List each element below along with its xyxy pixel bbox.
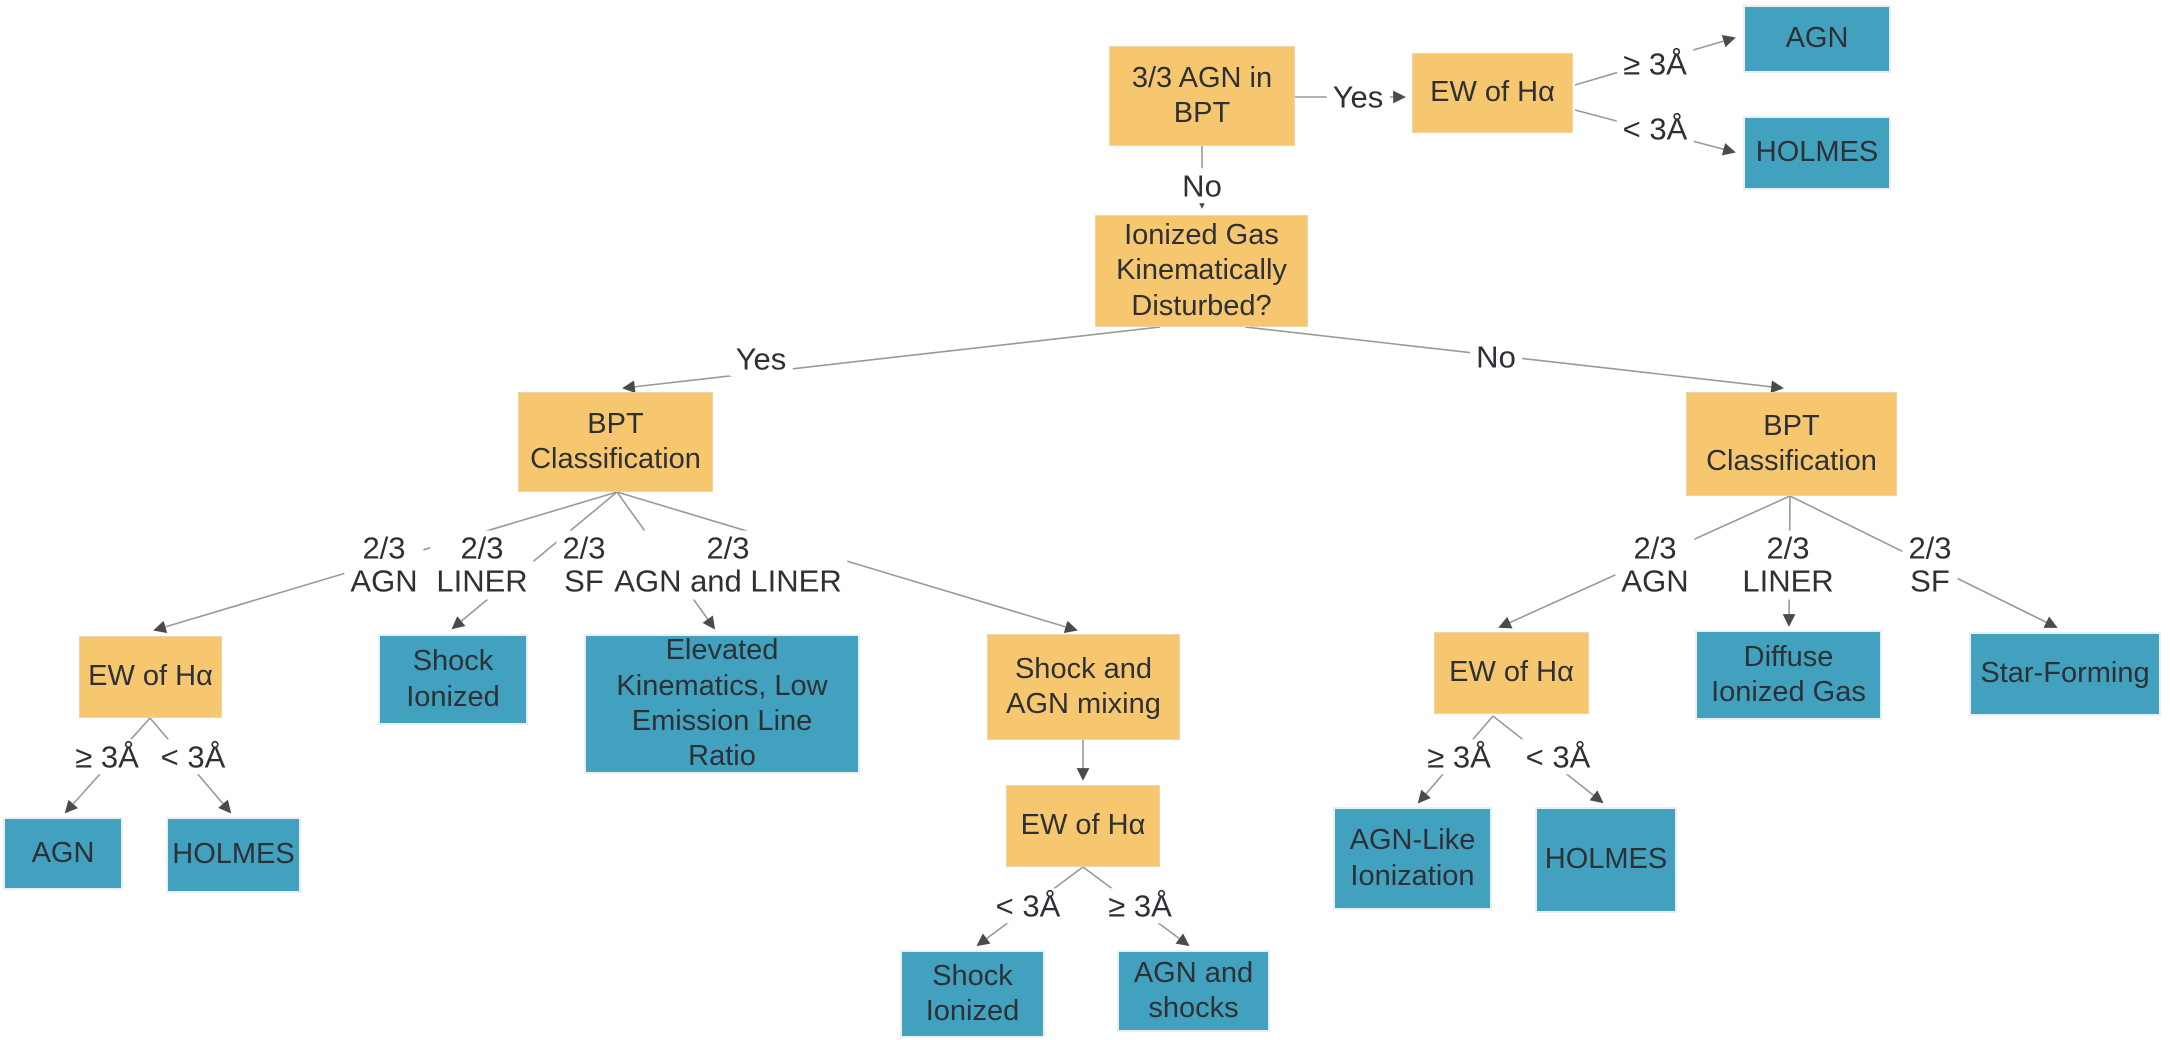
edge-label-yes-top: Yes xyxy=(1326,79,1390,115)
edge-label-2-3-sf-right: 2/3 SF xyxy=(1902,530,1958,600)
edge-label-line: LINER xyxy=(436,564,528,599)
edge-label-2-3-liner-left: 2/3 LINER xyxy=(430,530,534,600)
node-ew-of-ha-top: EW of Hα xyxy=(1412,53,1573,133)
edge-label-ge3-left: ≥ 3Å xyxy=(69,739,145,775)
node-ew-of-ha-left: EW of Hα xyxy=(79,636,222,718)
node-star-forming: Star-Forming xyxy=(1969,632,2161,716)
node-ew-of-ha-right: EW of Hα xyxy=(1434,632,1589,714)
node-holmes-top: HOLMES xyxy=(1743,116,1891,190)
node-shock-ionized-bottom: Shock Ionized xyxy=(900,950,1045,1038)
node-ionized-gas-kinematically-disturbed: Ionized Gas Kinematically Disturbed? xyxy=(1095,215,1308,327)
edge-label-line: AGN xyxy=(1621,564,1689,599)
edge-label-line: 2/3 xyxy=(1766,530,1810,566)
node-agn-and-shocks: AGN and shocks xyxy=(1117,950,1270,1032)
edge-label-line: SF xyxy=(564,564,604,599)
edge-label-2-3-agn-left: 2/3 AGN xyxy=(344,530,424,600)
node-holmes-bottom-right: HOLMES xyxy=(1535,807,1677,913)
edge-label-line: 2/3 xyxy=(706,530,750,566)
edge-label-ge3-mid: ≥ 3Å xyxy=(1102,888,1178,924)
edge-label-line: 2/3 xyxy=(562,530,606,566)
edge-label-2-3-sf-left: 2/3 SF xyxy=(556,530,612,600)
node-3-3-agn-in-bpt: 3/3 AGN in BPT xyxy=(1109,46,1295,146)
edge-bpt-left-to-shock-ionized xyxy=(451,491,618,630)
edge-label-line: SF xyxy=(1910,564,1950,599)
node-ew-of-ha-mid: EW of Hα xyxy=(1006,785,1160,867)
node-agn-top: AGN xyxy=(1743,5,1891,73)
edge-label-lt3-top: < 3Å xyxy=(1616,111,1694,147)
edge-label-yes-branch: Yes xyxy=(729,341,793,377)
edge-label-ge3-top: ≥ 3Å xyxy=(1617,46,1693,82)
edge-label-line: LINER xyxy=(1742,564,1834,599)
node-elevated-kinematics: Elevated Kinematics, Low Emission Line R… xyxy=(584,634,860,774)
edge-label-line: AGN and LINER xyxy=(614,564,842,599)
edge-label-2-3-liner-right: 2/3 LINER xyxy=(1736,530,1840,600)
edge-ionized-to-bpt-left xyxy=(622,326,1161,394)
edge-label-line: AGN xyxy=(350,564,418,599)
edge-label-line: 2/3 xyxy=(1633,530,1677,566)
edge-label-2-3-agn-right: 2/3 AGN xyxy=(1615,530,1695,600)
edge-label-line: 2/3 xyxy=(362,530,406,566)
edge-label-line: 2/3 xyxy=(1908,530,1952,566)
node-holmes-bottom-left: HOLMES xyxy=(166,817,301,893)
edge-label-lt3-right: < 3Å xyxy=(1519,739,1597,775)
node-bpt-classification-left: BPT Classification xyxy=(518,392,713,492)
node-agn-bottom-left: AGN xyxy=(3,817,123,890)
node-shock-ionized-left: Shock Ionized xyxy=(378,634,528,725)
node-agn-like-ionization: AGN-Like Ionization xyxy=(1333,807,1492,910)
node-diffuse-ionized-gas: Diffuse Ionized Gas xyxy=(1695,630,1882,720)
node-shock-and-agn-mixing: Shock and AGN mixing xyxy=(987,634,1180,740)
edge-label-lt3-left: < 3Å xyxy=(154,739,232,775)
edge-label-no-top: No xyxy=(1176,168,1228,204)
edge-label-ge3-right: ≥ 3Å xyxy=(1421,739,1497,775)
edge-label-line: 2/3 xyxy=(460,530,504,566)
edge-label-lt3-mid: < 3Å xyxy=(989,888,1067,924)
node-bpt-classification-right: BPT Classification xyxy=(1686,392,1897,496)
edge-label-no-branch: No xyxy=(1470,339,1522,375)
edge-label-2-3-agn-and-liner: 2/3 AGN and LINER xyxy=(608,530,848,600)
